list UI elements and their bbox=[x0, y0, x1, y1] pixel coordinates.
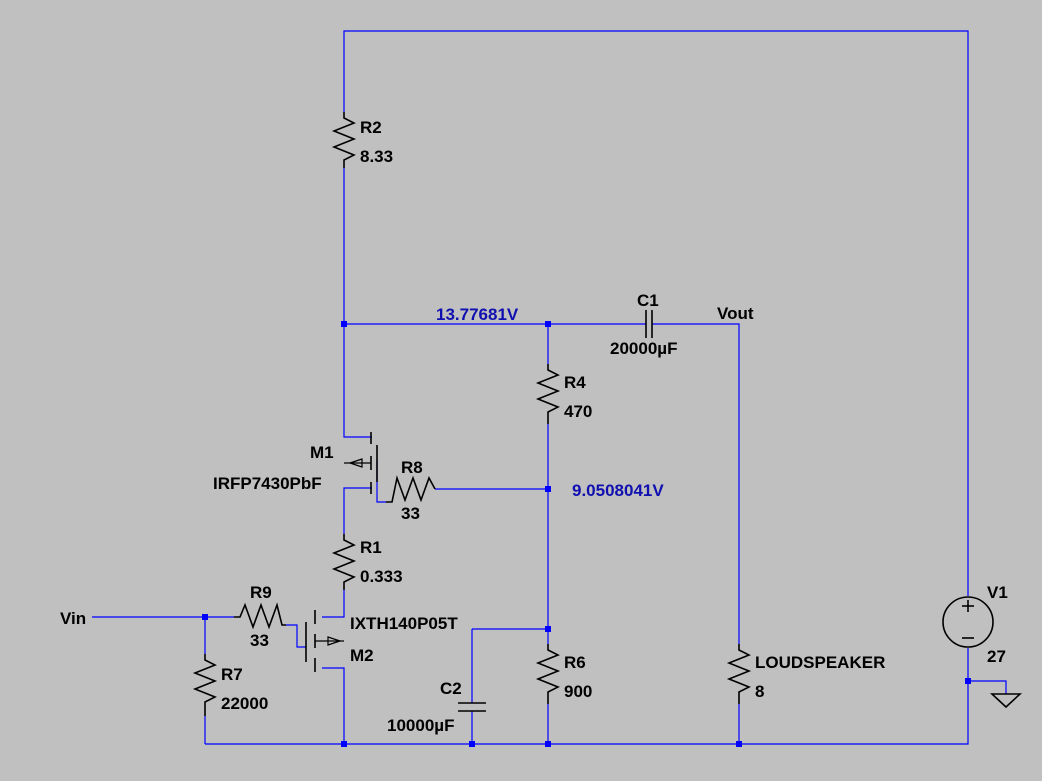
resistor-zigzag bbox=[535, 364, 561, 424]
resistor-r4[interactable] bbox=[535, 364, 561, 424]
resistor-r9[interactable] bbox=[234, 602, 286, 630]
junction-dot bbox=[545, 321, 551, 327]
resistor-r2[interactable] bbox=[331, 112, 357, 168]
resistor-zigzag bbox=[192, 654, 218, 716]
voltage-source-v1[interactable] bbox=[942, 596, 994, 648]
capacitor-c1[interactable] bbox=[645, 310, 653, 338]
labels: R2 8.33 13.77681V C1 20000µF Vout R4 470… bbox=[60, 118, 1008, 735]
ground-triangle bbox=[989, 693, 1023, 709]
label-r8-ref: R8 bbox=[401, 458, 423, 477]
label-r4-ref: R4 bbox=[564, 373, 586, 392]
wire-c1-vout bbox=[652, 323, 740, 644]
resistor-r6[interactable] bbox=[535, 644, 561, 704]
label-c1-value: 20000µF bbox=[610, 339, 677, 358]
mosfet-m1[interactable] bbox=[344, 432, 378, 494]
label-vout: Vout bbox=[717, 304, 754, 323]
label-v1-value: 27 bbox=[987, 647, 1006, 666]
resistor-loudspeaker[interactable] bbox=[726, 644, 752, 704]
junction-dot bbox=[202, 614, 208, 620]
voltage-node-top: 13.77681V bbox=[436, 305, 519, 324]
junction-dot bbox=[545, 626, 551, 632]
resistor-zigzag bbox=[726, 644, 752, 704]
wire-node-m1 bbox=[343, 324, 372, 438]
resistor-zigzag bbox=[331, 112, 357, 168]
label-r7-ref: R7 bbox=[221, 665, 243, 684]
wire-gnd-symbol bbox=[968, 680, 1007, 694]
mosfet-m2[interactable] bbox=[305, 610, 344, 672]
resistor-zigzag bbox=[331, 534, 357, 590]
wire-m2-gnd bbox=[322, 667, 345, 744]
resistor-zigzag bbox=[234, 602, 286, 630]
wire-m1-source bbox=[343, 487, 372, 534]
label-r7-value: 22000 bbox=[221, 694, 268, 713]
wire-r1-m2 bbox=[322, 590, 345, 618]
junction-dot bbox=[341, 741, 347, 747]
label-c1-ref: C1 bbox=[637, 291, 659, 310]
label-c2-ref: C2 bbox=[440, 679, 462, 698]
junction-dot bbox=[545, 486, 551, 492]
capacitor-c2[interactable] bbox=[458, 702, 486, 712]
label-r6-ref: R6 bbox=[564, 653, 586, 672]
resistor-r1[interactable] bbox=[331, 534, 357, 590]
junctions bbox=[202, 321, 971, 747]
label-m1-value: IRFP7430PbF bbox=[213, 474, 322, 493]
label-loudspeaker-value: 8 bbox=[755, 682, 764, 701]
voltage-node-mid: 9.0508041V bbox=[572, 481, 664, 500]
junction-dot bbox=[736, 741, 742, 747]
wire-r9-m2 bbox=[286, 624, 306, 648]
resistor-r7[interactable] bbox=[192, 654, 218, 716]
label-r9-value: 33 bbox=[250, 631, 269, 650]
label-r6-value: 900 bbox=[564, 682, 592, 701]
label-vin: Vin bbox=[60, 609, 86, 628]
label-r1-value: 0.333 bbox=[360, 567, 403, 586]
source-circle bbox=[942, 596, 994, 648]
label-loudspeaker-ref: LOUDSPEAKER bbox=[755, 653, 885, 672]
label-c2-value: 10000µF bbox=[387, 716, 454, 735]
label-r4-value: 470 bbox=[564, 402, 592, 421]
ground-icon bbox=[989, 693, 1023, 709]
wire-top-rail bbox=[343, 30, 969, 596]
junction-dot bbox=[545, 741, 551, 747]
mosfet-arrow bbox=[348, 458, 363, 468]
resistor-r8[interactable] bbox=[386, 475, 436, 503]
junction-dot bbox=[469, 741, 475, 747]
label-r9-ref: R9 bbox=[250, 583, 272, 602]
label-v1-ref: V1 bbox=[987, 583, 1008, 602]
junction-dot bbox=[965, 678, 971, 684]
label-m1-ref: M1 bbox=[310, 443, 334, 462]
label-r2-value: 8.33 bbox=[360, 147, 393, 166]
resistor-zigzag bbox=[386, 475, 436, 503]
label-r2-ref: R2 bbox=[360, 118, 382, 137]
label-m2-value: IXTH140P05T bbox=[350, 614, 458, 633]
resistor-zigzag bbox=[535, 644, 561, 704]
wire-m1-gate bbox=[376, 460, 386, 503]
label-m2-ref: M2 bbox=[350, 646, 374, 665]
junction-dot bbox=[341, 321, 347, 327]
label-r1-ref: R1 bbox=[360, 538, 382, 557]
mosfet-arrow bbox=[327, 636, 342, 646]
label-r8-value: 33 bbox=[401, 504, 420, 523]
